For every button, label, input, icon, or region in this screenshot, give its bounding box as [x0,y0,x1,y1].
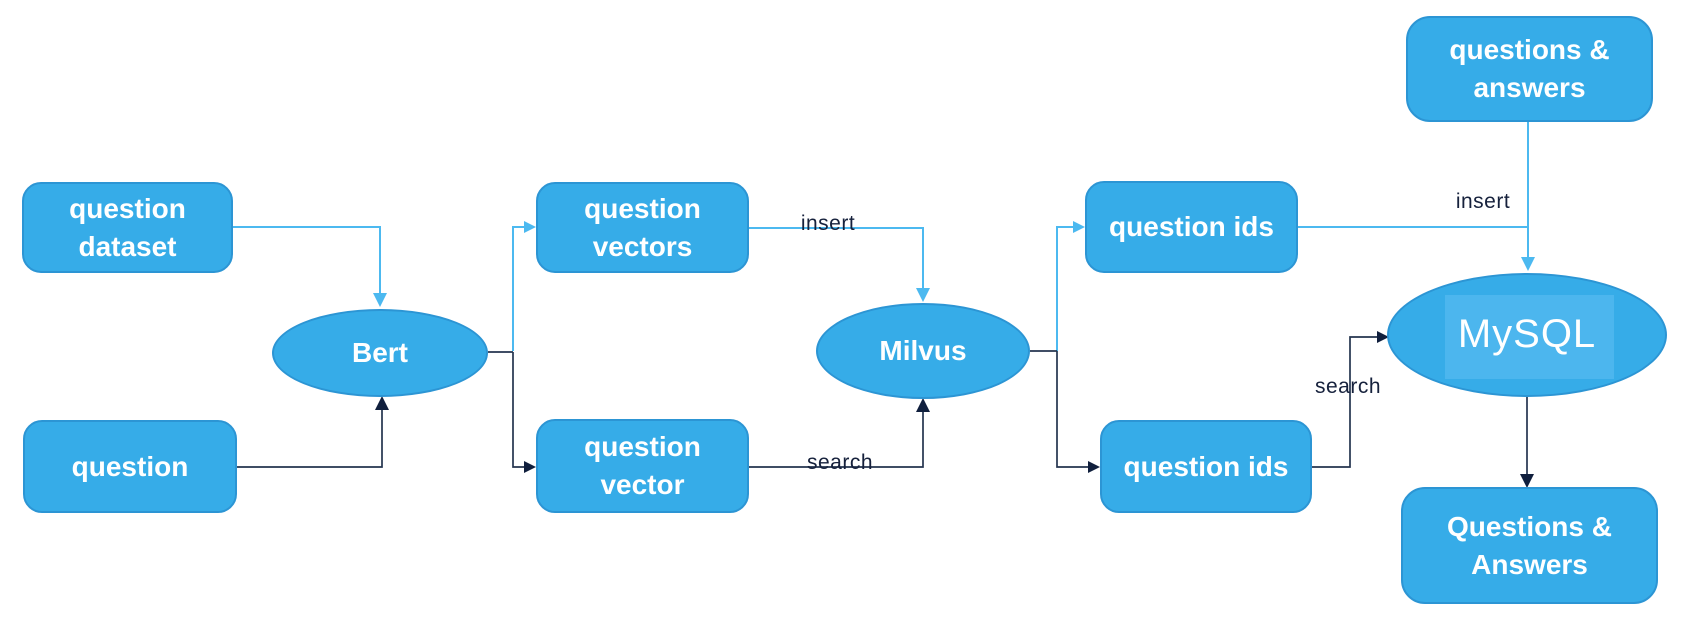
node-question-dataset: question dataset [22,182,233,273]
edge-label-search-vector-milvus: search [806,451,874,474]
edge-dataset-to-bert-arrowhead [373,293,387,307]
edge-ids-bottom-to-mysql-line [1312,336,1378,468]
node-question-ids-bottom-label: question ids [1123,450,1289,482]
edge-label-insert-qa-mysql: insert [1455,190,1511,213]
node-question-label: question [71,450,189,482]
node-question-dataset-label: question dataset [69,192,186,262]
edge-question-to-bert-line [237,410,383,468]
edge-vectors-to-milvus-line [749,227,924,289]
node-mysql: MySQL [1387,273,1667,397]
edge-label-insert-vectors-milvus: insert [800,212,856,235]
edge-ids-bottom-to-mysql-arrowhead [1377,331,1389,343]
node-question-vectors-label: question vectors [584,192,701,262]
edge-bert-to-vector-arrowhead [524,461,536,473]
node-mysql-label: MySQL [1457,312,1597,357]
edge-dataset-to-bert-line [233,226,381,294]
node-question: question [23,420,237,513]
edge-mysql-to-qa-arrowhead [1520,474,1534,488]
node-questions-answers-input: questions & answers [1406,16,1653,122]
node-questions-answers-output: Questions & Answers [1401,487,1658,604]
node-bert-label: Bert [351,337,408,369]
edge-milvus-to-ids-top-arrowhead [1073,221,1085,233]
edge-question-to-bert-arrowhead [375,396,389,410]
node-questions-answers-output-label: Questions & Answers [1447,510,1612,580]
node-question-vector-label: question vector [584,431,701,500]
edge-qa-to-mysql-arrowhead [1521,257,1535,271]
edge-milvus-to-ids-bottom-line [1056,351,1089,468]
edge-vector-to-milvus-arrowhead [916,398,930,412]
edge-vectors-to-milvus-arrowhead [916,288,930,302]
node-milvus-label: Milvus [879,335,967,367]
node-question-ids-top: question ids [1085,181,1298,273]
node-milvus: Milvus [816,303,1030,399]
node-bert: Bert [272,309,488,397]
edge-milvus-to-ids-bottom-arrowhead [1088,461,1100,473]
edge-label-search-ids-mysql: search [1314,375,1382,398]
edge-bert-to-vector-line [512,352,525,468]
node-questions-answers-input-label: questions & answers [1449,34,1610,103]
edge-bert-to-vectors-arrowhead [524,221,536,233]
edge-milvus-to-ids-top-line [1056,226,1074,351]
node-question-vectors: question vectors [536,182,749,273]
edge-vector-to-milvus-line [749,412,924,468]
mysql-highlight-rect [1445,295,1614,379]
node-question-vector: question vector [536,419,749,513]
edge-bert-to-vectors-line [512,226,525,351]
node-question-ids-top-label: question ids [1109,211,1274,243]
node-question-ids-bottom: question ids [1100,420,1312,513]
